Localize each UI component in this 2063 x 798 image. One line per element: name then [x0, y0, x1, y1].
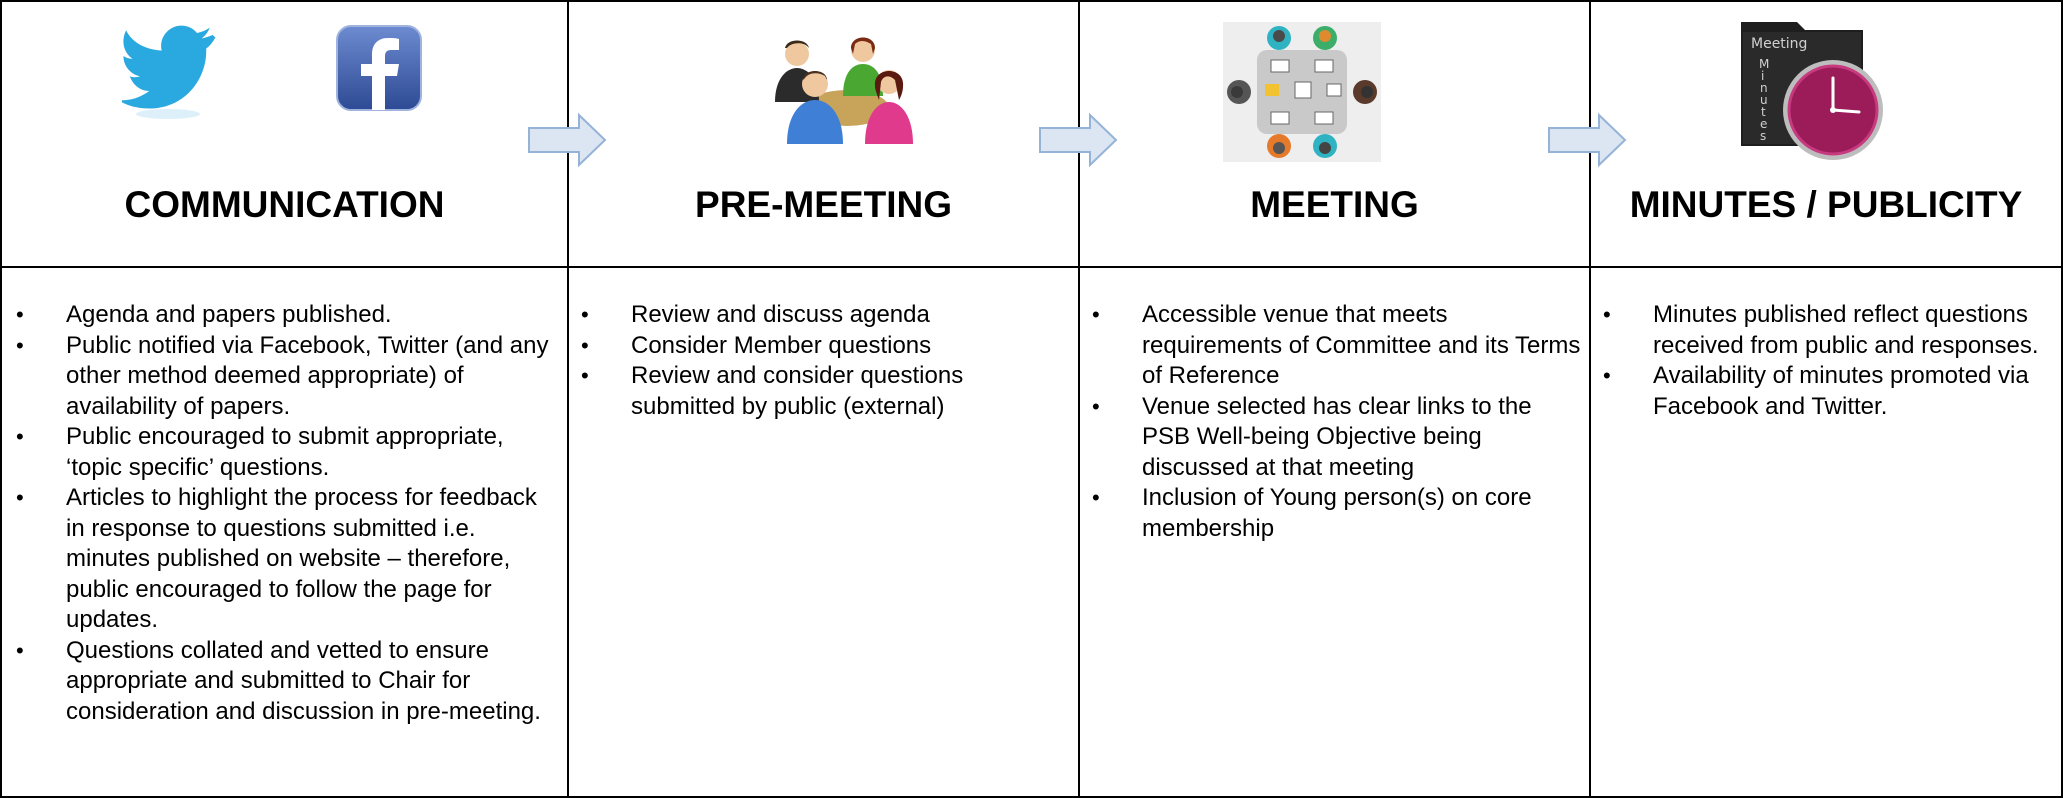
right-border: [2061, 0, 2063, 798]
list-item: Review and discuss agenda: [575, 300, 1065, 331]
folder-label-side: M i n u t e s: [1759, 57, 1769, 143]
list-item: Consider Member questions: [575, 331, 1065, 362]
list-item: Public encouraged to submit appropriate,…: [10, 422, 550, 483]
list-item: Articles to highlight the process for fe…: [10, 483, 550, 636]
top-border: [0, 0, 2063, 2]
communication-title: COMMUNICATION: [124, 184, 445, 225]
list-item: Review and consider questions submitted …: [575, 361, 1065, 422]
flow-arrow-icon: [528, 112, 607, 168]
column-divider-3: [1589, 0, 1591, 798]
svg-text:i: i: [1761, 69, 1764, 83]
list-item: Availability of minutes promoted via Fac…: [1597, 361, 2052, 422]
list-item: Accessible venue that meets requirements…: [1086, 300, 1581, 392]
twitter-bird-icon: [122, 25, 216, 119]
meeting-body: Accessible venue that meets requirements…: [1086, 300, 1581, 544]
pre-meeting-body: Review and discuss agenda Consider Membe…: [575, 300, 1065, 422]
flow-arrow-icon: [1039, 112, 1118, 168]
minutes-publicity-header: Meeting M i n u t e s MINUTES / PUBLICIT…: [1591, 0, 2061, 266]
list-item: Agenda and papers published.: [10, 300, 550, 331]
flow-arrow-icon: [1548, 112, 1627, 168]
meeting-bullet-list: Accessible venue that meets requirements…: [1086, 300, 1581, 544]
minutes-publicity-title: MINUTES / PUBLICITY: [1629, 184, 2023, 225]
communication-header: COMMUNICATION: [2, 0, 567, 266]
meeting-header: MEETING: [1080, 0, 1589, 266]
people-group-icon: [775, 37, 913, 144]
minutes-publicity-body: Minutes published reflect questions rece…: [1597, 300, 2052, 422]
svg-text:e: e: [1760, 117, 1767, 131]
meeting-table-icon: [1223, 22, 1381, 162]
list-item: Venue selected has clear links to the PS…: [1086, 392, 1581, 484]
folder-label-top: Meeting: [1751, 36, 1807, 52]
communication-bullet-list: Agenda and papers published. Public noti…: [10, 300, 550, 727]
list-item: Inclusion of Young person(s) on core mem…: [1086, 483, 1581, 544]
list-item: Public notified via Facebook, Twitter (a…: [10, 331, 550, 423]
svg-text:n: n: [1760, 81, 1768, 95]
pre-meeting-bullet-list: Review and discuss agenda Consider Membe…: [575, 300, 1065, 422]
meeting-minutes-folder-icon: Meeting M i n u t e s: [1741, 22, 1883, 160]
facebook-icon: [336, 25, 422, 111]
column-divider-1: [567, 0, 569, 798]
column-divider-2: [1078, 0, 1080, 798]
header-divider: [0, 266, 2063, 268]
svg-text:t: t: [1761, 105, 1766, 119]
svg-text:s: s: [1760, 129, 1766, 143]
svg-text:u: u: [1760, 93, 1768, 107]
left-border: [0, 0, 2, 798]
list-item: Minutes published reflect questions rece…: [1597, 300, 2052, 361]
communication-body: Agenda and papers published. Public noti…: [10, 300, 550, 727]
bottom-border: [0, 796, 2063, 798]
list-item: Questions collated and vetted to ensure …: [10, 636, 550, 728]
svg-text:M: M: [1759, 57, 1769, 71]
pre-meeting-header: PRE-MEETING: [569, 0, 1078, 266]
minutes-publicity-bullet-list: Minutes published reflect questions rece…: [1597, 300, 2052, 422]
pre-meeting-title: PRE-MEETING: [695, 184, 952, 225]
meeting-title: MEETING: [1250, 184, 1419, 225]
